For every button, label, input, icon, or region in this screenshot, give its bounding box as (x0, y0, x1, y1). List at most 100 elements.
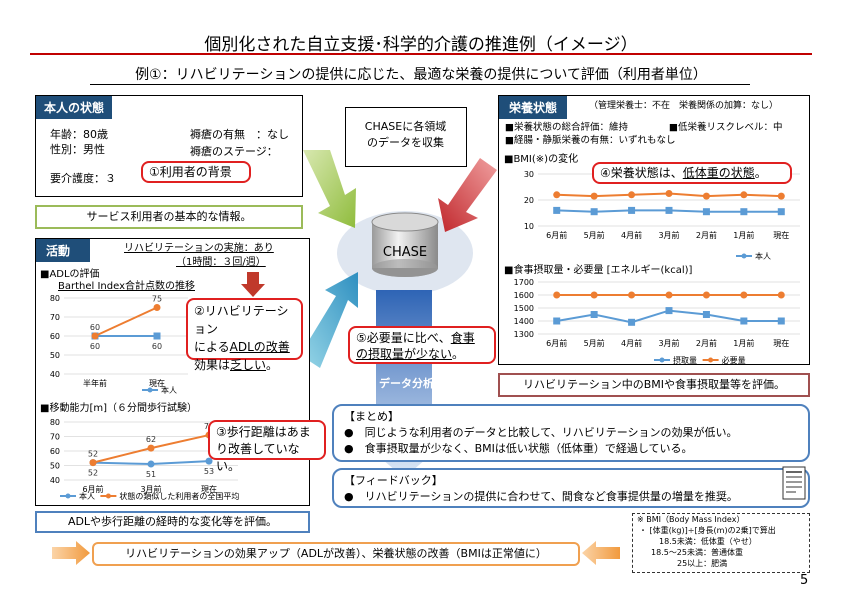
data-label: 52 (88, 450, 98, 459)
x-tick-label: 3月前 (140, 484, 161, 494)
x-tick-label: 現在 (201, 484, 217, 494)
data-point (665, 190, 673, 197)
legend-label: 本人 (755, 251, 771, 261)
x-tick-label: 6月前 (82, 484, 103, 494)
data-point (702, 291, 710, 299)
adl-chart-title: ■ADLの評価 (40, 269, 100, 280)
document-icon (782, 466, 806, 500)
collect-box: CHASEに各領域 のデータを収集 (345, 107, 467, 167)
activity-heading: 活動 (36, 239, 91, 262)
data-point (147, 444, 155, 452)
profile-care-level: 要介護度：３ (50, 172, 116, 185)
x-tick-label: 現在 (149, 378, 165, 388)
y-tick-label: 1600 (514, 291, 534, 300)
x-tick-label: 現在 (773, 230, 789, 240)
nutrition-item-1: ■栄養状態の総合評価：維持 (505, 122, 628, 133)
data-point (702, 192, 710, 200)
feedback-bullet-1: ● リハビリテーションの提供に合わせて、間食など食事提供量の増量を推奨。 (344, 490, 738, 503)
y-tick-label: 60 (50, 332, 60, 341)
y-tick-label: 1400 (514, 317, 534, 326)
data-point (153, 304, 161, 311)
callout-adl-line2a: による (194, 340, 230, 354)
data-point (205, 457, 213, 465)
red-arrow-icon (438, 158, 497, 232)
data-point (590, 208, 598, 216)
x-tick-label: 6月前 (546, 230, 567, 240)
y-tick-label: 20 (524, 196, 534, 205)
callout-walk: ③歩行距離はあま り改善していない。 (208, 420, 326, 473)
data-point (777, 317, 785, 325)
callout-adl-line3a: 効果は (194, 358, 231, 372)
x-tick-label: 3月前 (658, 338, 679, 348)
nutrition-item-2: ■低栄養リスクレベル：中 (669, 122, 783, 133)
bmi-note-5: 25以上：肥満 (677, 559, 728, 568)
data-point (553, 191, 561, 199)
subtitle-underline (90, 84, 750, 85)
data-point (590, 291, 598, 299)
data-label: 51 (146, 470, 156, 479)
rehab-frequency: （1時間：３回/週） (176, 257, 266, 268)
rehab-status: リハビリテーションの実施：あり (124, 243, 274, 254)
data-point (740, 291, 748, 299)
data-point (702, 311, 710, 318)
x-tick-label: 6月前 (546, 338, 567, 348)
data-label: 62 (146, 435, 156, 444)
callout-bmi-c: 。 (754, 166, 767, 180)
data-point (590, 192, 598, 200)
callout-adl-line2b: ADLの改善 (229, 340, 290, 354)
profile-sex: 性別：男性 (50, 143, 105, 156)
data-point (628, 318, 636, 326)
data-label: 53 (204, 467, 214, 476)
y-tick-label: 50 (50, 462, 60, 471)
data-label: 60 (90, 323, 100, 332)
y-tick-label: 30 (524, 170, 534, 179)
data-point (665, 291, 673, 299)
collect-text-1: CHASEに各領域 (364, 120, 447, 133)
legend-marker (659, 357, 665, 363)
data-point (153, 332, 161, 340)
page-title: 個別化された自立支援･科学的介護の推進例（イメージ） (204, 35, 638, 55)
callout-bmi-a: ④栄養状態は、 (600, 166, 683, 180)
nutrition-item-3: ■経腸・静脈栄養の有無：いずれもなし (505, 135, 676, 146)
legend-marker (708, 357, 714, 363)
data-point (91, 332, 99, 340)
data-point (777, 192, 785, 200)
walk-chart-title: ■移動能力[m]（６分間歩行試験） (40, 403, 197, 414)
callout-energy-2a: の摂取量が少ない (356, 347, 453, 361)
profile-footer: サービス利用者の基本的な情報。 (35, 205, 303, 229)
data-point (740, 191, 748, 199)
profile-box: 本人の状態 年齢：80歳 性別：男性 要介護度：３ 褥瘡の有無 ：なし 褥瘡のス… (35, 95, 303, 197)
data-point (553, 317, 561, 325)
legend-label: 状態の類似した利用者の全国平均 (119, 491, 239, 501)
green-arrow-icon (303, 150, 356, 228)
data-point (553, 206, 561, 214)
series-line (94, 306, 158, 337)
x-tick-label: 4月前 (621, 338, 642, 348)
y-tick-label: 80 (50, 294, 60, 303)
nutrition-box: 栄養状態 （管理栄養士：不在 栄養関係の加算：なし） ■栄養状態の総合評価：維持… (498, 95, 810, 365)
summary-box: 【まとめ】 ● 同じような利用者のデータと比較して、リハビリテーションの効果が低… (332, 404, 810, 462)
x-tick-label: 2月前 (696, 230, 717, 240)
bmi-note: ※ BMI（Body Mass Index） ・ [体重(kg)]÷[身長(m)… (632, 513, 810, 573)
x-tick-label: 3月前 (658, 230, 679, 240)
callout-walk-line1: ③歩行距離はあま (216, 425, 311, 439)
data-point (665, 307, 673, 315)
x-tick-label: 1月前 (733, 230, 754, 240)
bmi-note-3: 18.5未満：低体重（やせ） (659, 537, 757, 546)
data-label: 60 (152, 342, 162, 351)
summary-bullet-1: ● 同じような利用者のデータと比較して、リハビリテーションの効果が低い。 (344, 426, 738, 439)
callout-walk-line2: り改善していない。 (216, 442, 300, 473)
legend-marker (147, 387, 153, 393)
data-point (777, 208, 785, 216)
data-point (628, 206, 636, 214)
data-point (590, 311, 598, 318)
callout-energy-1b: 食事 (450, 331, 475, 345)
y-tick-label: 1500 (514, 304, 534, 313)
legend-label: 摂取量 (673, 355, 697, 364)
legend-marker (105, 493, 111, 499)
x-tick-label: 5月前 (584, 338, 605, 348)
adl-chart-subtitle: Barthel Index合計点数の推移 (58, 281, 195, 292)
database-icon (371, 212, 439, 232)
